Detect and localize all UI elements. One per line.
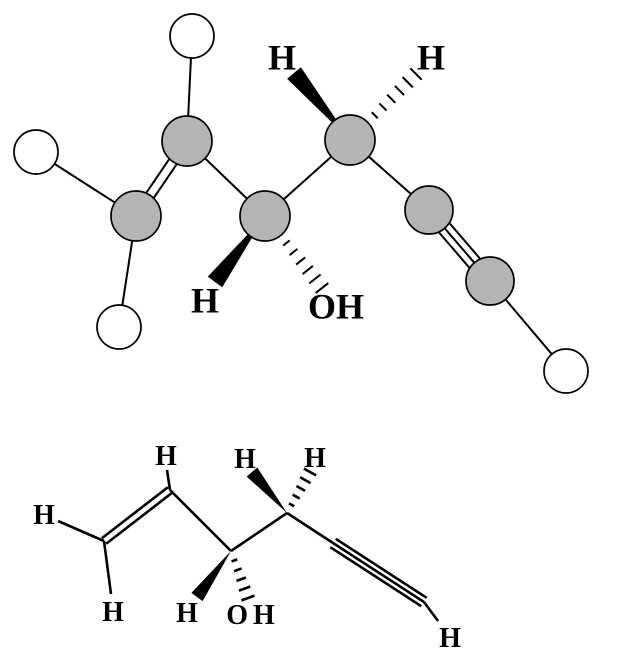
hydrogen-label: H <box>102 597 124 628</box>
bond-hash <box>308 273 322 285</box>
bond-hash <box>231 558 238 563</box>
hydrogen-label: H <box>439 623 461 654</box>
carbon-atom <box>110 190 162 242</box>
hydrogen-label: H <box>33 500 55 531</box>
bond-hash <box>295 256 306 266</box>
bond-single <box>286 511 334 545</box>
hydrogen-label: H <box>176 598 198 629</box>
bond-hash <box>233 567 243 573</box>
bond-double <box>105 491 173 545</box>
bond-hash <box>386 93 397 104</box>
bond-single <box>169 489 232 552</box>
bond-single <box>422 601 440 622</box>
bond-hash <box>295 484 306 492</box>
bond-single <box>165 469 172 491</box>
bond-hash <box>282 239 291 247</box>
carbon-atom <box>324 114 376 166</box>
bond-wedge <box>246 467 287 513</box>
bond-hash <box>288 248 299 256</box>
hydrogen-label: H <box>268 38 296 78</box>
hydrogen-label: H <box>155 441 177 472</box>
hydrogen-label: H <box>304 443 326 474</box>
bond-hash <box>236 576 247 583</box>
bond-triple <box>335 537 428 599</box>
bond-wedge <box>191 551 231 602</box>
bond-hash <box>378 102 388 112</box>
bond-hash <box>409 67 423 81</box>
carbon-atom <box>465 256 515 306</box>
bond-hash <box>299 476 312 485</box>
bond-hash <box>240 594 256 602</box>
hydroxyl-label: OH <box>226 600 280 631</box>
bond-hash <box>401 76 414 89</box>
hydrogen-atom <box>169 13 215 59</box>
skeletal-formula: H H H H OH H H H <box>33 441 461 654</box>
bond-hash <box>315 282 329 294</box>
bond-hash <box>302 265 314 275</box>
hydrogen-label: H <box>191 281 219 321</box>
bond-single <box>230 511 288 553</box>
hydrogen-label: H <box>234 444 256 475</box>
hydrogen-atom <box>13 129 59 175</box>
bond-hash <box>394 85 405 96</box>
carbon-atom <box>239 190 291 242</box>
hydroxyl-label: OH <box>308 287 364 327</box>
hydrogen-atom <box>96 304 142 350</box>
hydrogen-label: H <box>417 38 445 78</box>
ball-and-stick-model: H H H OH <box>13 13 589 394</box>
bond-hash <box>238 585 251 592</box>
bond-hash <box>292 493 301 500</box>
carbon-atom <box>404 185 454 235</box>
bond-triple <box>329 546 422 608</box>
bond-hash <box>371 111 379 119</box>
bond-single <box>57 519 105 543</box>
bond-triple <box>332 541 425 604</box>
carbon-atom <box>161 115 213 167</box>
bond-hash <box>288 502 295 508</box>
bond-double <box>101 486 169 540</box>
bond-hash <box>303 467 317 477</box>
hydrogen-atom <box>543 348 589 394</box>
bond-single <box>102 540 113 595</box>
